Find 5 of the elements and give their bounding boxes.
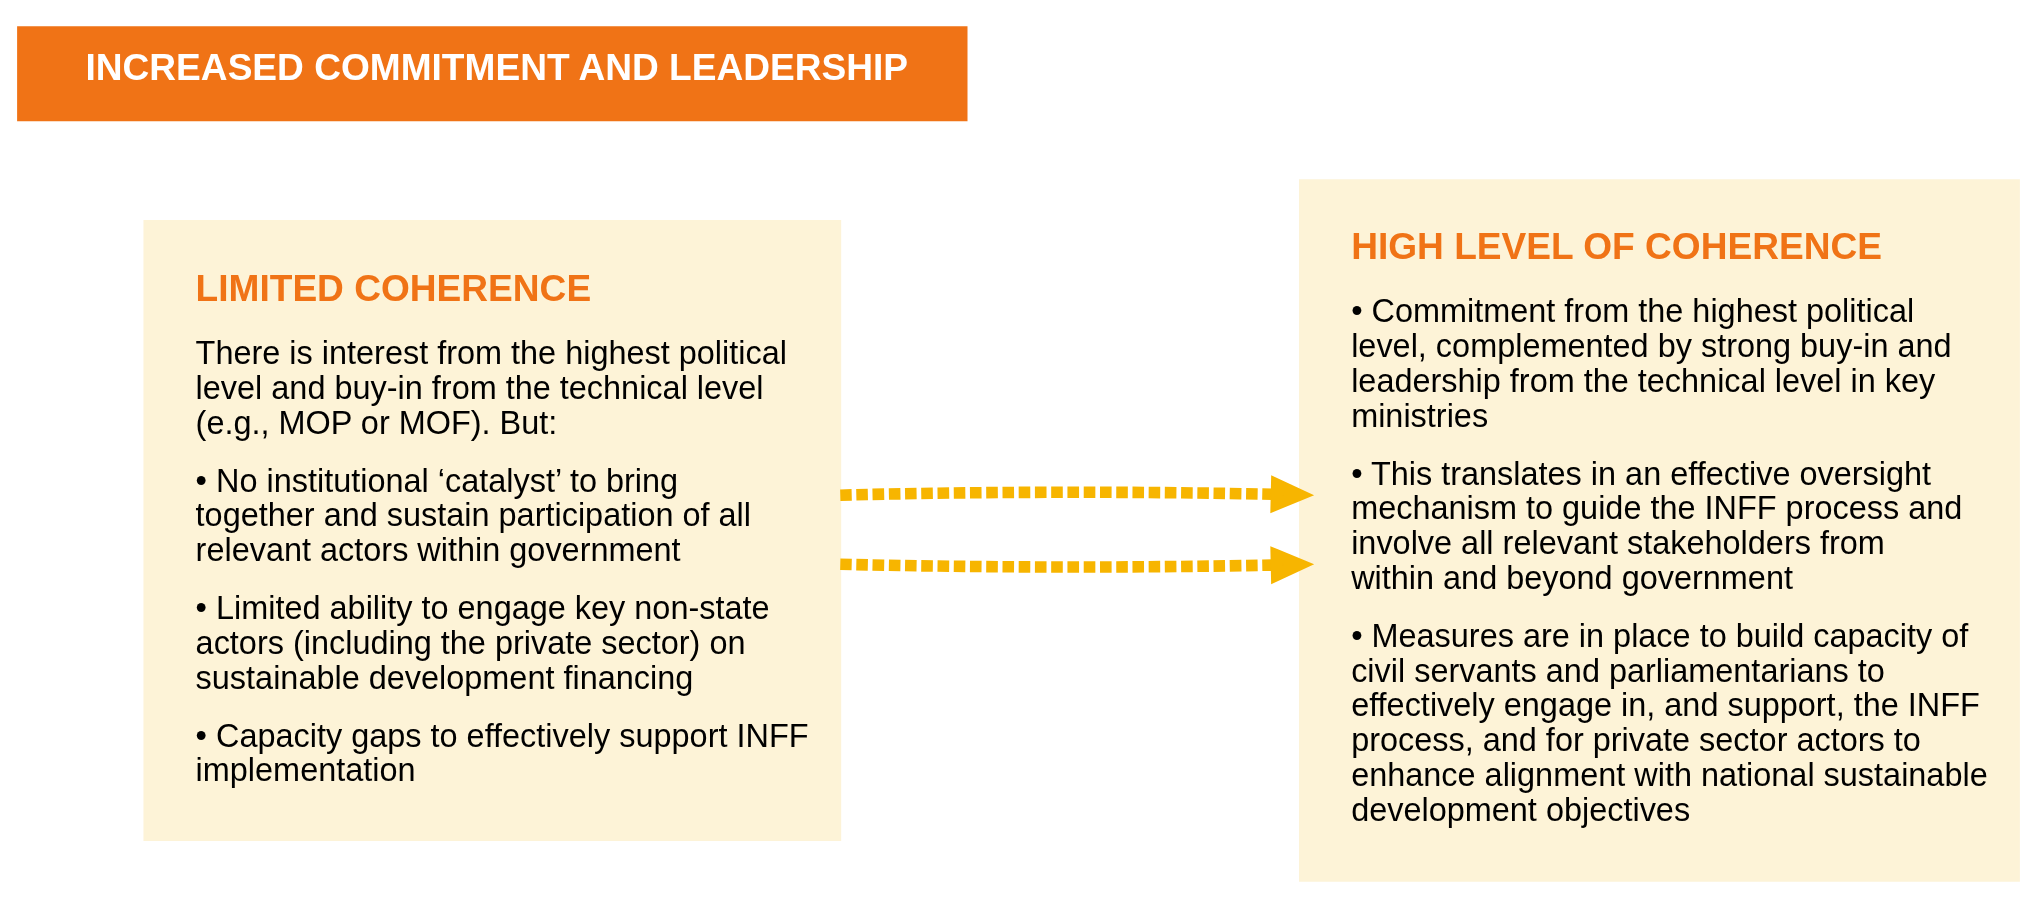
node-box: LIMITED COHERENCE There is interest from the highest political level and buy-in from the technical level (e.g., MOP or MOF). But: • No institutional ‘catalyst’ to bring together and sustain participation of all relevant actors within government • Limited ability to engage key non-state actors (including the private sector) on sustainable development financing • Capacity gaps to effectively support INFF implementation bbox=[142, 219, 841, 842]
arrow bbox=[839, 546, 1314, 585]
node-box: INCREASED COMMITMENT AND LEADERSHIP bbox=[16, 26, 967, 122]
node-box: HIGH LEVEL OF COHERENCE • Commitment from the highest political level, complemented by strong buy-in and leadership from the technical level in key ministries • This translates in an effective oversight mechanism to guide the INFF process and involve all relevant stakeholders from within and beyond government • Measures are in place to build capacity of civil servants and parliamentarians to effectively engage in, and support, the INFF process, and for private sector actors to enhance alignment with national sustainable development objectives bbox=[1298, 179, 2020, 882]
arrow bbox=[839, 475, 1314, 514]
